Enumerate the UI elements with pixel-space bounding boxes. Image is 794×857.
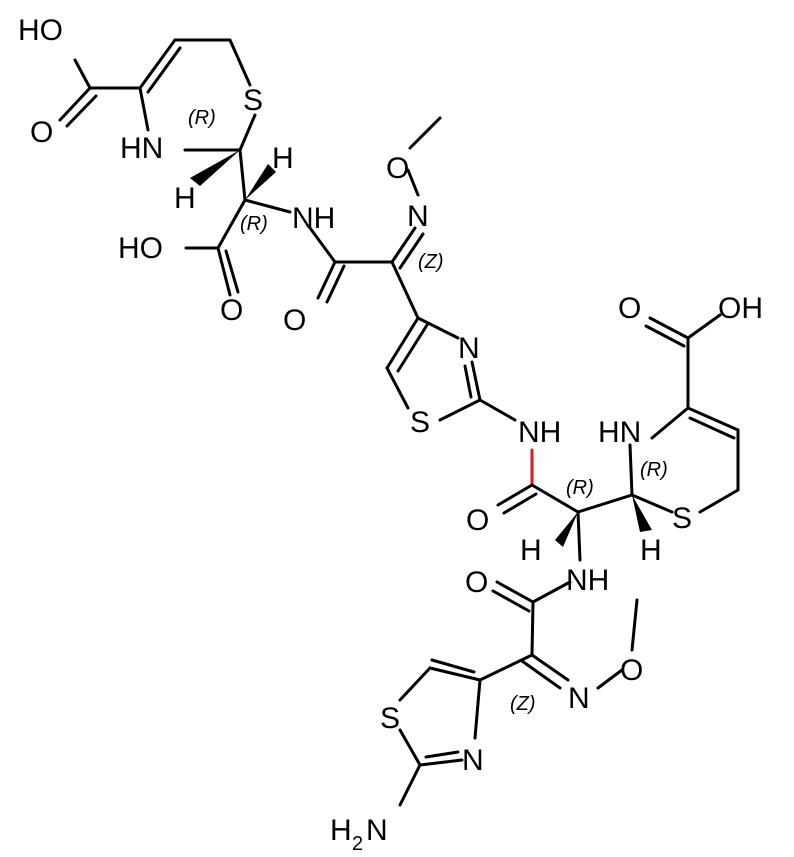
methoxy-oxygen-label: O	[386, 152, 409, 185]
oxime-nitrogen-label: N	[568, 682, 590, 715]
atom-labels: HO O S HN H H (R) (R) HO O NH O N (Z) O …	[18, 14, 763, 855]
amide-nh-label: NH	[566, 564, 609, 597]
hydrogen-label: H	[640, 534, 662, 567]
bond-lines	[58, 38, 740, 807]
carbonyl-oxygen-label: O	[466, 504, 489, 537]
amide-nh-label: NH	[518, 416, 561, 449]
carbonyl-oxygen-label: O	[220, 294, 243, 327]
thiazole-sulfur-label: S	[380, 702, 400, 735]
amine-subscript-label: 2	[352, 833, 363, 855]
hydroxyl-label: HO	[118, 232, 163, 265]
stereo-descriptor-label: (R)	[566, 477, 594, 499]
carbonyl-oxygen-label: O	[283, 304, 306, 337]
hydroxyl-label: OH	[718, 292, 763, 325]
hydrogen-label: H	[272, 142, 294, 175]
thiazole-nitrogen-label: N	[458, 332, 480, 365]
carbonyl-oxygen-label: O	[465, 566, 488, 599]
hydroxyl-label: HO	[18, 14, 63, 47]
hydrogen-label: H	[520, 534, 542, 567]
stereo-wedges	[190, 150, 652, 547]
methoxy-oxygen-label: O	[620, 654, 643, 687]
thiazole-sulfur-label: S	[410, 406, 430, 439]
sulfur-label: S	[672, 502, 692, 535]
amine-hydrogen-label: H	[330, 814, 352, 847]
thiazole-nitrogen-label: N	[462, 744, 484, 777]
stereo-descriptor-label: (R)	[188, 107, 216, 129]
amide-nh-label: NH	[292, 202, 335, 235]
amine-label: HN	[598, 416, 641, 449]
amine-label: HN	[120, 132, 163, 165]
amine-nitrogen-label: N	[366, 814, 388, 847]
carbonyl-oxygen-label: O	[618, 292, 641, 325]
sulfur-label: S	[243, 84, 263, 117]
stereo-descriptor-label: (R)	[240, 213, 268, 235]
oxime-nitrogen-label: N	[407, 200, 429, 233]
hydrogen-label: H	[174, 182, 196, 215]
stereo-descriptor-label: (Z)	[510, 693, 536, 715]
stereo-descriptor-label: (Z)	[418, 251, 444, 273]
carbonyl-oxygen-label: O	[30, 116, 53, 149]
stereo-descriptor-label: (R)	[640, 459, 668, 481]
